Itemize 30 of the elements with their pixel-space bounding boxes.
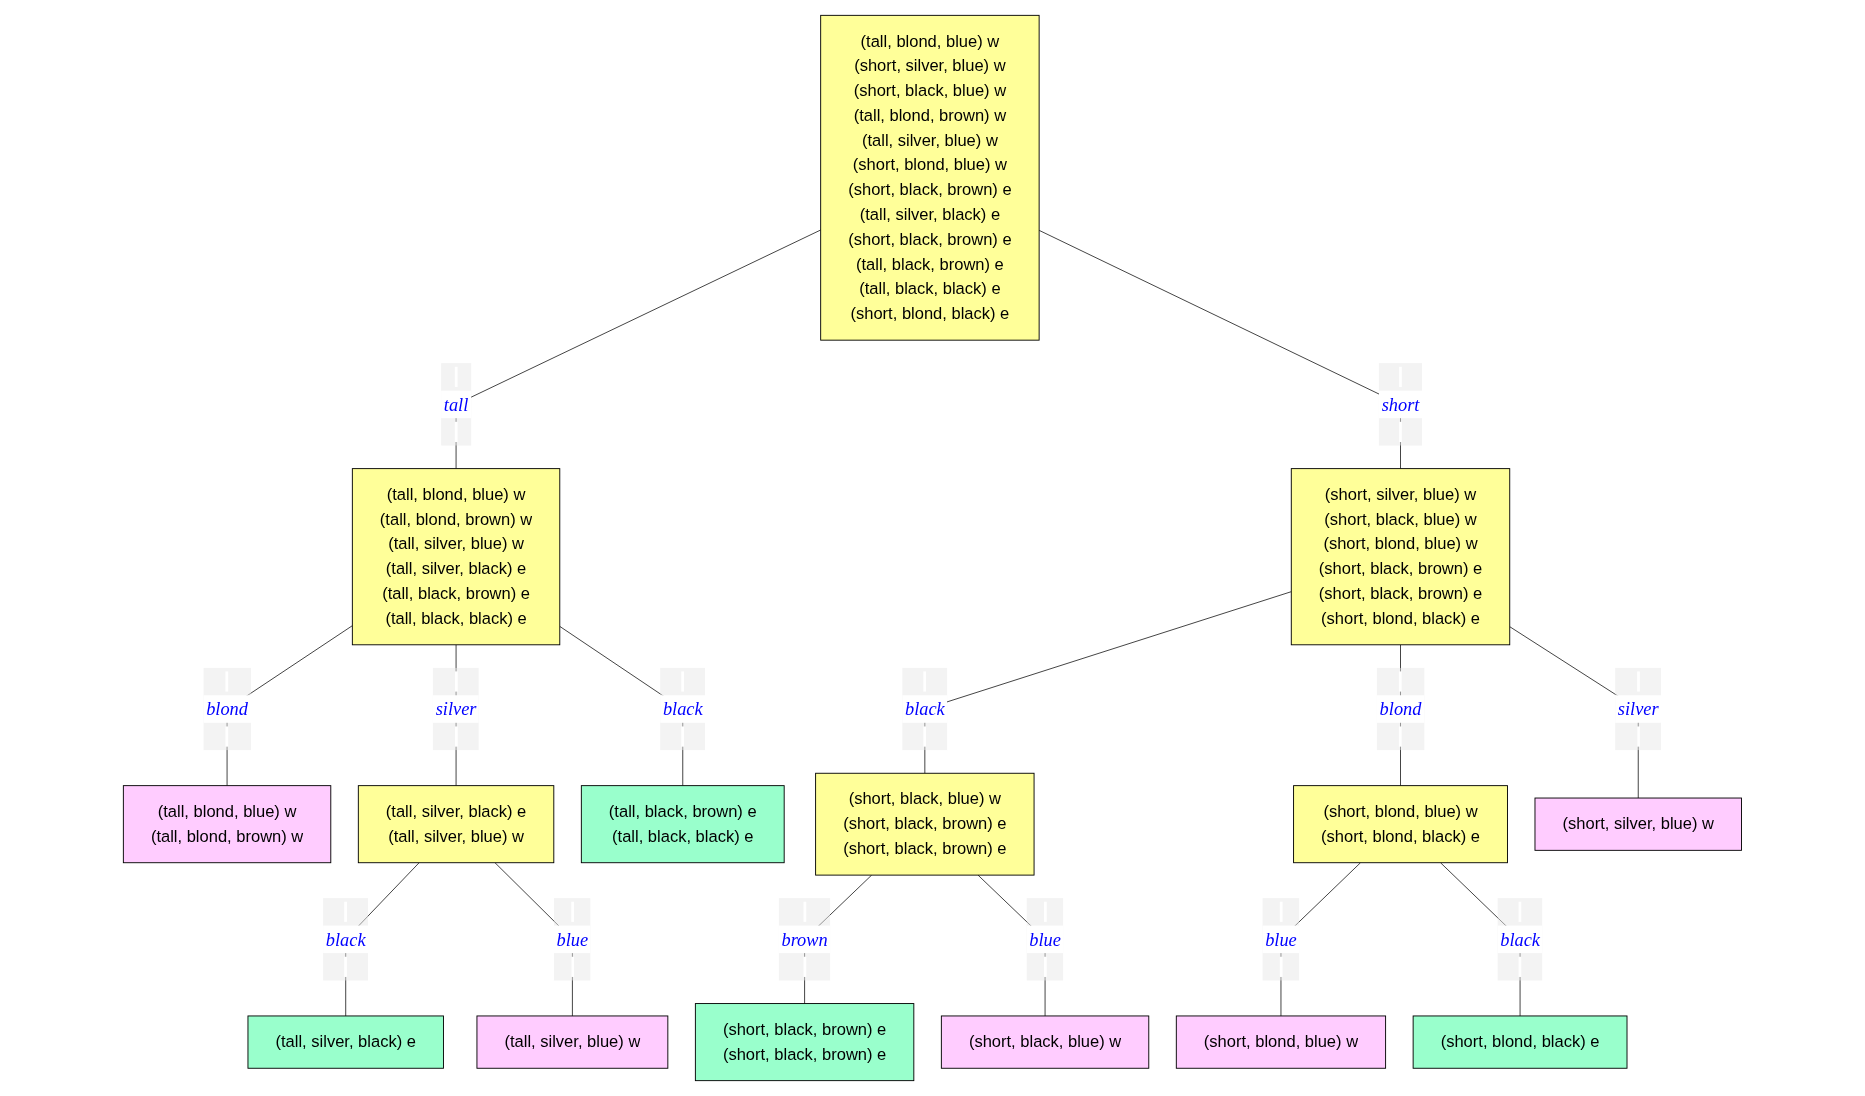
node-box: (short, blond, black) e [1412, 1015, 1628, 1069]
edge-label: black [1500, 929, 1541, 950]
edge-label: black [662, 698, 703, 720]
node-box: (tall, blond, blue) w (tall, blond, brown) w (tall, silver, blue) w (tall, silver, black) e (tall, black, brown) e (tall, black, black) e [351, 468, 561, 646]
node-box: (tall, black, brown) e (tall, black, black) e [580, 785, 785, 864]
node-box: (tall, silver, black) e (tall, silver, blue) w [357, 785, 555, 864]
edge-label: silver [435, 698, 477, 720]
node-box: (short, blond, blue) w (short, blond, black) e [1293, 785, 1508, 864]
edge-label: blue [556, 929, 589, 950]
node-box: (tall, blond, blue) w (tall, blond, brown) w [122, 785, 332, 864]
node-box: (short, black, blue) w (short, black, brown) e (short, black, brown) e [815, 772, 1035, 876]
node-box: (tall, blond, blue) w (short, silver, blue) w (short, black, blue) w (tall, blond, brown) w (tall, silver, blue) w (short, blond, blue) w (short, black, brown) e (tall, silver, black) e (short, black, brown) e (tall, black, brown) e (tall, black, black) e (short, blond, black) e [820, 14, 1040, 341]
node-box: (short, silver, blue) w (short, black, blue) w (short, blond, blue) w (short, black, brown) e (short, black, brown) e (short, blond, black) e [1290, 468, 1511, 646]
edge-label: brown [781, 929, 828, 950]
edge-label: silver [1617, 698, 1659, 720]
node-box: (short, blond, blue) w [1175, 1015, 1387, 1069]
edge-label: short [1381, 394, 1420, 415]
edge-label: blue [1029, 929, 1061, 950]
node-box: (short, black, blue) w [940, 1015, 1150, 1069]
node-box: (tall, silver, black) e [247, 1015, 444, 1069]
node-box: (tall, silver, blue) w [476, 1015, 669, 1069]
node-box: (short, black, brown) e (short, black, brown) e [695, 1003, 915, 1082]
node-box: (short, silver, blue) w [1534, 797, 1743, 851]
connector [455, 229, 822, 470]
edge-label: blond [1379, 698, 1422, 720]
edge-label: black [905, 698, 945, 720]
edge-label: tall [443, 394, 469, 415]
edge-label: blond [206, 698, 249, 720]
edge-label: black [325, 929, 366, 950]
edge-label: blue [1265, 929, 1297, 950]
